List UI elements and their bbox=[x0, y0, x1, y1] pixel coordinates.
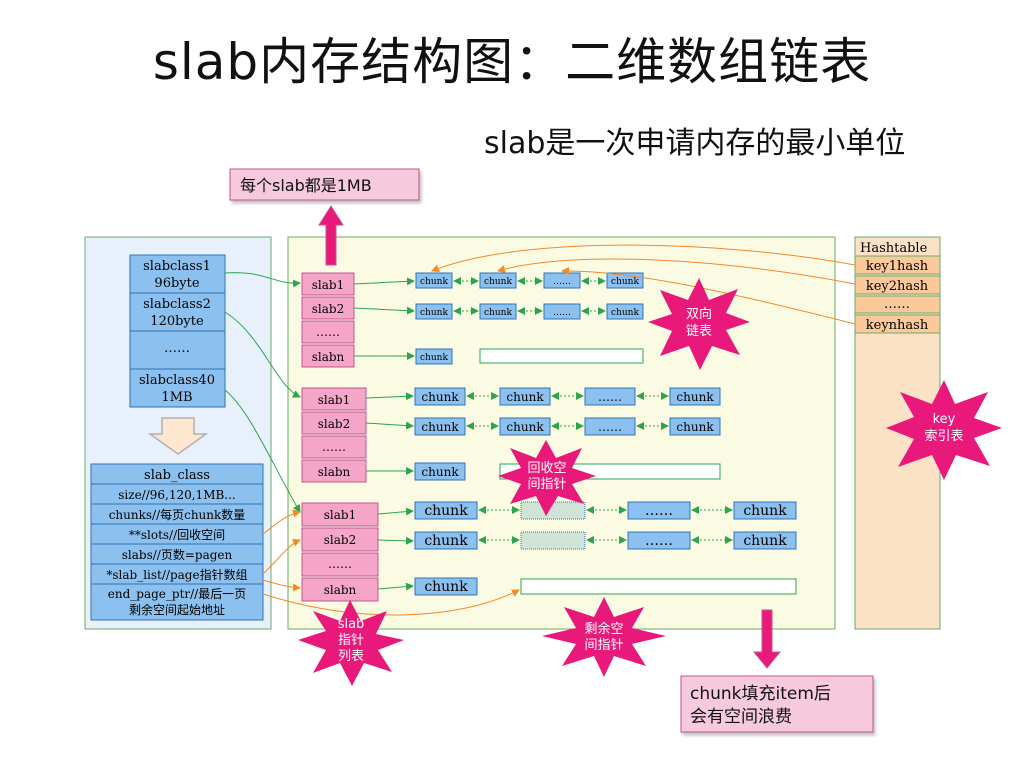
slab-group-3: slab1 slab2 …… slabn chunk …… chunk chun… bbox=[301, 501, 797, 602]
slab-class-slablist-field: *slab_list//page指针数组 bbox=[106, 567, 247, 582]
hashtable-entry: keynhash bbox=[866, 318, 929, 333]
chunk-label: chunk bbox=[421, 465, 459, 479]
hashtable-entry: key1hash bbox=[866, 259, 929, 274]
chunk-label: chunk bbox=[420, 353, 448, 363]
svg-text:key: key bbox=[933, 412, 956, 427]
svg-text:列表: 列表 bbox=[338, 649, 364, 664]
slabclass-2-size: 120byte bbox=[150, 314, 204, 329]
doubly-linked-burst: 双向 链表 bbox=[648, 278, 750, 370]
svg-text:间指针: 间指针 bbox=[584, 638, 623, 653]
chunk-label: chunk bbox=[611, 308, 639, 318]
slab-label: slabn bbox=[312, 350, 345, 364]
slab-class-size-field: size//96,120,1MB... bbox=[118, 488, 236, 502]
chunk-label: …… bbox=[598, 390, 622, 404]
key-index-burst: key 索引表 bbox=[886, 380, 1002, 480]
hashtable-title: Hashtable bbox=[860, 241, 928, 256]
slab-class-slots-field: **slots//回收空间 bbox=[129, 528, 225, 542]
slab-label: slab2 bbox=[312, 302, 344, 316]
chunk-label: chunk bbox=[424, 533, 468, 549]
chunk-label: …… bbox=[553, 277, 571, 287]
chunk-label: chunk bbox=[424, 579, 468, 595]
slab-class-title: slab_class bbox=[144, 468, 210, 483]
svg-text:每个slab都是1MB: 每个slab都是1MB bbox=[240, 176, 372, 195]
hashtable-entry: …… bbox=[884, 297, 910, 312]
slab-label: slab1 bbox=[324, 508, 356, 522]
svg-text:双向: 双向 bbox=[686, 306, 712, 322]
remaining-pointer-burst: 剩余空 间指针 bbox=[542, 597, 666, 677]
remaining-space bbox=[479, 348, 644, 364]
chunk-label: chunk bbox=[420, 277, 448, 287]
slab-class-struct: slab_class size//96,120,1MB... chunks//每… bbox=[90, 463, 264, 621]
slab-label: …… bbox=[328, 557, 352, 571]
svg-text:slab: slab bbox=[338, 617, 365, 632]
svg-text:指针: 指针 bbox=[338, 633, 364, 648]
slab-label: slab1 bbox=[312, 278, 344, 292]
slab-pointer-list-burst: slab 指针 列表 bbox=[298, 600, 404, 686]
slab-class-endpage-field-2: 剩余空间起始地址 bbox=[129, 602, 225, 617]
chunk-label: chunk bbox=[743, 503, 787, 519]
hashtable-entry: key2hash bbox=[866, 279, 929, 294]
page-title: slab内存结构图：二维数组链表 bbox=[152, 33, 872, 91]
up-arrow bbox=[318, 205, 344, 266]
chunk-label: chunk bbox=[743, 533, 787, 549]
chunk-label: …… bbox=[553, 308, 571, 318]
slab-label: slabn bbox=[318, 465, 351, 479]
slab-label: slab2 bbox=[318, 417, 350, 431]
slabclass-2-name: slabclass2 bbox=[143, 297, 211, 312]
slab-label: slabn bbox=[324, 583, 357, 597]
chunk-label: chunk bbox=[420, 308, 448, 318]
chunk-label: …… bbox=[645, 533, 673, 549]
slab-group-1: slab1 slab2 …… slabn chunk chunk …… chun… bbox=[301, 272, 644, 368]
slabclass-array: slabclass1 96byte slabclass2 120byte …… … bbox=[129, 254, 226, 408]
chunk-label: chunk bbox=[421, 390, 459, 404]
svg-text:间指针: 间指针 bbox=[527, 477, 566, 492]
slab-label: …… bbox=[316, 325, 340, 339]
slab-class-chunks-field: chunks//每页chunk数量 bbox=[109, 507, 246, 522]
chunk-label: …… bbox=[598, 420, 622, 434]
chunk-label: chunk bbox=[484, 308, 512, 318]
slab-panel bbox=[287, 236, 836, 630]
svg-text:索引表: 索引表 bbox=[924, 429, 963, 444]
chunk-label: chunk bbox=[424, 503, 468, 519]
chunk-label: chunk bbox=[506, 390, 544, 404]
svg-text:链表: 链表 bbox=[686, 324, 712, 339]
slabclass-40-size: 1MB bbox=[161, 390, 192, 405]
chunk-label: chunk bbox=[421, 420, 459, 434]
slab-label: slab2 bbox=[324, 533, 356, 547]
slab-class-slabs-field: slabs//页数=pagen bbox=[122, 547, 233, 562]
chunk-label: chunk bbox=[676, 390, 714, 404]
svg-text:回收空: 回收空 bbox=[527, 461, 566, 476]
slab-label: slab1 bbox=[318, 393, 350, 407]
slabclass-ellipsis: …… bbox=[164, 341, 190, 356]
svg-text:chunk填充item后: chunk填充item后 bbox=[690, 684, 831, 704]
hashtable: Hashtable key1hash key2hash …… keynhash bbox=[854, 241, 941, 334]
chunk-label: chunk bbox=[611, 277, 639, 287]
slab-size-callout: 每个slab都是1MB bbox=[229, 168, 420, 201]
chunk-label: …… bbox=[645, 503, 673, 519]
remaining-space bbox=[520, 578, 797, 595]
expand-down-arrow bbox=[147, 417, 209, 455]
chunk-label: chunk bbox=[676, 420, 714, 434]
waste-callout: chunk填充item后 会有空间浪费 bbox=[680, 675, 874, 733]
slabclass-40-name: slabclass40 bbox=[139, 373, 215, 388]
slabclass-1-size: 96byte bbox=[154, 276, 199, 291]
slab-label: …… bbox=[322, 440, 346, 454]
down-arrow bbox=[752, 609, 782, 669]
slab-class-endpage-field: end_page_ptr//最后一页 bbox=[108, 587, 246, 601]
svg-text:剩余空: 剩余空 bbox=[584, 621, 623, 637]
recycle-pointer-burst: 回收空 间指针 bbox=[498, 440, 596, 516]
page-subtitle: slab是一次申请内存的最小单位 bbox=[484, 126, 906, 161]
chunk-label: chunk bbox=[484, 277, 512, 287]
slabclass-1-name: slabclass1 bbox=[143, 259, 211, 274]
chunk-label: chunk bbox=[506, 420, 544, 434]
svg-text:会有空间浪费: 会有空间浪费 bbox=[690, 707, 792, 727]
